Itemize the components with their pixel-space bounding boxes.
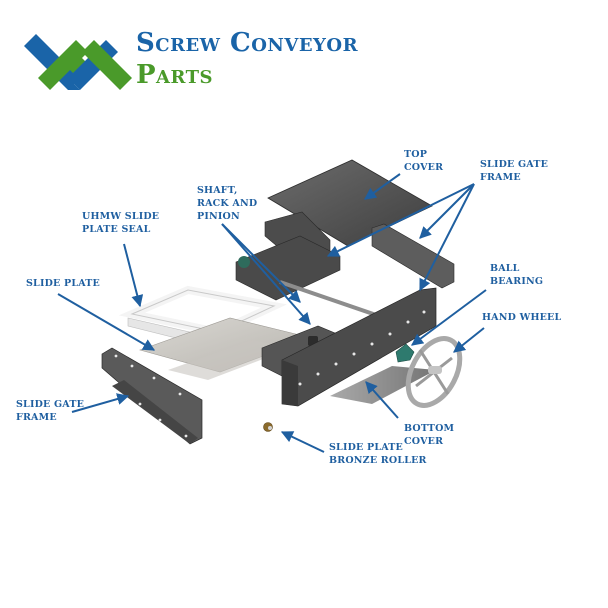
brand-subtitle: Parts: [136, 60, 214, 90]
label-slide-plate: Slide Plate: [26, 278, 100, 289]
label-bottom-cover: Bottom Cover: [404, 423, 455, 447]
label-top-cover: Top Cover: [404, 149, 444, 173]
brand-logo-icon: [24, 34, 132, 90]
label-slide-gate-frame-right: Slide Gate Frame: [480, 159, 549, 183]
label-uhmw-seal: UHMW Slide Plate Seal: [82, 211, 160, 235]
hand-wheel-part: [405, 336, 463, 408]
brand-title: Screw Conveyor: [136, 28, 359, 58]
label-bronze-roller: Slide Plate Bronze Roller: [329, 442, 427, 466]
label-slide-gate-frame-left: Slide Gate Frame: [16, 399, 85, 423]
label-shaft-rack-pinion: Shaft, Rack and Pinion: [197, 185, 258, 222]
label-ball-bearing: Ball Bearing: [490, 263, 544, 287]
label-hand-wheel: Hand Wheel: [482, 312, 562, 323]
